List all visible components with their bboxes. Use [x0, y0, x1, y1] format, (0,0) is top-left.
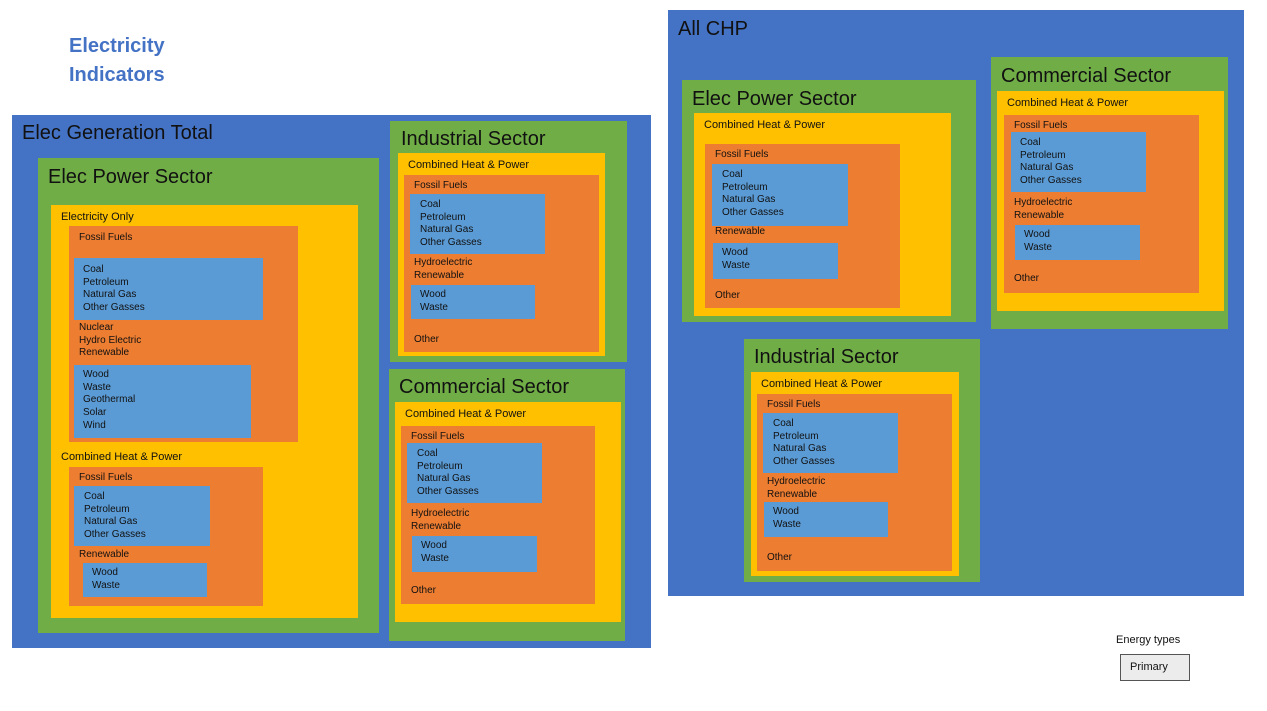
chp-industrial-chp-title: Combined Heat & Power	[761, 378, 883, 390]
et-commercial-chp-title: Combined Heat & Power	[405, 408, 527, 420]
chp-commercial-box: Commercial Sector Combined Heat & Power …	[991, 57, 1228, 329]
chp-power-fossil-items-box: Coal Petroleum Natural Gas Other Gasses	[712, 164, 848, 226]
legend-heading: Energy types	[1116, 634, 1181, 646]
chp-industrial-renewable-items-box: Wood Waste	[764, 502, 888, 537]
chp-power-fossil-title: Fossil Fuels	[715, 149, 769, 160]
et-industrial-renewable-title: Hydroelectric Renewable	[414, 257, 473, 281]
chp-commercial-renewable-title: Hydroelectric Renewable	[1014, 197, 1073, 221]
et-industrial-renewable-items: Wood Waste	[420, 289, 448, 313]
chp-industrial-fossil-title: Fossil Fuels	[767, 399, 821, 410]
chp-industrial-fossil-items-box: Coal Petroleum Natural Gas Other Gasses	[763, 413, 898, 473]
elec-generation-total-box: Elec Generation Total Elec Power Sector …	[12, 115, 651, 648]
chp-commercial-fossil-items-box: Coal Petroleum Natural Gas Other Gasses	[1011, 132, 1146, 192]
eo-renewable-items: Wood Waste Geothermal Solar Wind	[83, 369, 136, 431]
chp-power-renewable-items: Wood Waste	[722, 247, 750, 271]
power-sector-box: Elec Power Sector Electricity Only Fossi…	[38, 158, 379, 633]
et-commercial-renewable-items-box: Wood Waste	[412, 536, 537, 572]
et-commercial-fossil-box: Fossil Fuels Coal Petroleum Natural Gas …	[401, 426, 595, 604]
ps-chp-renewable-items: Wood Waste	[92, 567, 120, 591]
ps-chp-renewable-items-box: Wood Waste	[83, 563, 207, 597]
et-industrial-title: Industrial Sector	[401, 128, 546, 150]
chp-commercial-fossil-box: Fossil Fuels Coal Petroleum Natural Gas …	[1004, 115, 1199, 293]
et-industrial-renewable-items-box: Wood Waste	[411, 285, 535, 319]
chp-power-chp-title: Combined Heat & Power	[704, 119, 826, 131]
et-industrial-fossil-items-box: Coal Petroleum Natural Gas Other Gasses	[410, 194, 545, 254]
ps-chp-renewable-title: Renewable	[79, 549, 130, 560]
legend-item-primary: Primary	[1120, 654, 1190, 681]
chp-power-other: Other	[715, 290, 741, 301]
et-industrial-fossil-title: Fossil Fuels	[414, 180, 468, 191]
ps-chp-fossil-items: Coal Petroleum Natural Gas Other Gasses	[84, 491, 146, 541]
eo-other-sources: Nuclear Hydro Electric Renewable	[79, 322, 142, 359]
chp-industrial-other: Other	[767, 552, 793, 563]
et-industrial-fossil-box: Fossil Fuels Coal Petroleum Natural Gas …	[404, 175, 599, 352]
et-commercial-renewable-title: Hydroelectric Renewable	[411, 508, 470, 532]
chp-commercial-chp-title: Combined Heat & Power	[1007, 97, 1129, 109]
chp-industrial-box: Industrial Sector Combined Heat & Power …	[744, 339, 980, 582]
ps-chp-fossil-items-box: Coal Petroleum Natural Gas Other Gasses	[74, 486, 210, 546]
page-title: Electricity Indicators	[69, 35, 165, 86]
et-industrial-fossil-items: Coal Petroleum Natural Gas Other Gasses	[420, 199, 482, 249]
chp-power-renewable-title: Renewable	[715, 226, 766, 237]
chp-power-renewable-items-box: Wood Waste	[713, 243, 838, 279]
all-chp-title: All CHP	[678, 18, 749, 40]
chp-industrial-title: Industrial Sector	[754, 346, 899, 368]
chp-commercial-renewable-items: Wood Waste	[1024, 229, 1052, 253]
chp-commercial-fossil-items: Coal Petroleum Natural Gas Other Gasses	[1020, 137, 1082, 187]
chp-commercial-title: Commercial Sector	[1001, 65, 1172, 87]
et-commercial-box: Commercial Sector Combined Heat & Power …	[389, 369, 625, 641]
et-industrial-box: Industrial Sector Combined Heat & Power …	[390, 121, 627, 362]
electricity-only-title: Electricity Only	[61, 211, 134, 223]
eo-fossil-title: Fossil Fuels	[79, 232, 133, 243]
eo-renewable-items-box: Wood Waste Geothermal Solar Wind	[74, 365, 251, 438]
chp-commercial-renewable-items-box: Wood Waste	[1015, 225, 1140, 260]
et-commercial-other: Other	[411, 585, 437, 596]
et-commercial-title: Commercial Sector	[399, 376, 570, 398]
chp-industrial-renewable-title: Hydroelectric Renewable	[767, 476, 826, 500]
chp-power-fossil-items: Coal Petroleum Natural Gas Other Gasses	[722, 169, 784, 219]
eo-fossil-box: Fossil Fuels Coal Petroleum Natural Gas …	[69, 226, 298, 442]
chp-industrial-renewable-items: Wood Waste	[773, 506, 801, 530]
ps-chp-fossil-box: Fossil Fuels Coal Petroleum Natural Gas …	[69, 467, 263, 606]
power-sector-title: Elec Power Sector	[48, 166, 213, 188]
chp-power-fossil-box: Fossil Fuels Coal Petroleum Natural Gas …	[705, 144, 900, 308]
chp-power-chp-box: Combined Heat & Power Fossil Fuels Coal …	[694, 113, 951, 316]
et-commercial-fossil-items-box: Coal Petroleum Natural Gas Other Gasses	[407, 443, 542, 503]
chp-commercial-other: Other	[1014, 273, 1040, 284]
chp-commercial-chp-box: Combined Heat & Power Fossil Fuels Coal …	[997, 91, 1224, 311]
elec-generation-total-title: Elec Generation Total	[22, 122, 213, 144]
et-industrial-chp-box: Combined Heat & Power Fossil Fuels Coal …	[398, 153, 605, 356]
chp-commercial-fossil-title: Fossil Fuels	[1014, 120, 1068, 131]
electricity-only-box: Electricity Only Fossil Fuels Coal Petro…	[51, 205, 358, 618]
et-industrial-other: Other	[414, 334, 440, 345]
all-chp-box: All CHP Elec Power Sector Combined Heat …	[668, 10, 1244, 596]
ps-chp-title: Combined Heat & Power	[61, 451, 183, 463]
chp-power-sector-box: Elec Power Sector Combined Heat & Power …	[682, 80, 976, 322]
et-commercial-fossil-title: Fossil Fuels	[411, 431, 465, 442]
et-commercial-fossil-items: Coal Petroleum Natural Gas Other Gasses	[417, 448, 479, 498]
ps-chp-fossil-title: Fossil Fuels	[79, 472, 133, 483]
chp-power-sector-title: Elec Power Sector	[692, 88, 857, 110]
chp-industrial-fossil-box: Fossil Fuels Coal Petroleum Natural Gas …	[757, 394, 952, 571]
et-industrial-chp-title: Combined Heat & Power	[408, 159, 530, 171]
chp-industrial-chp-box: Combined Heat & Power Fossil Fuels Coal …	[751, 372, 959, 576]
eo-fossil-items: Coal Petroleum Natural Gas Other Gasses	[83, 264, 145, 314]
eo-fossil-items-box: Coal Petroleum Natural Gas Other Gasses	[74, 258, 263, 320]
et-commercial-chp-box: Combined Heat & Power Fossil Fuels Coal …	[395, 402, 621, 622]
chp-industrial-fossil-items: Coal Petroleum Natural Gas Other Gasses	[773, 418, 835, 468]
et-commercial-renewable-items: Wood Waste	[421, 540, 449, 564]
